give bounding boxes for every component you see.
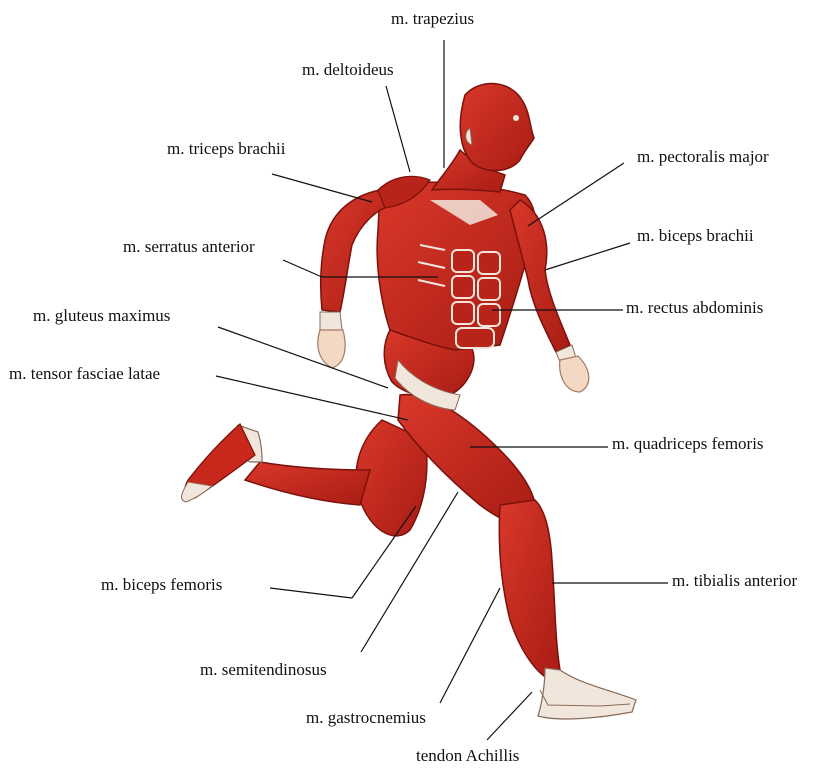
label-tendon-achillis: tendon Achillis [416, 746, 519, 766]
label-deltoideus: m. deltoideus [302, 60, 394, 80]
front-arm [510, 200, 589, 392]
label-pectoralis-major: m. pectoralis major [637, 147, 769, 167]
label-triceps-brachii: m. triceps brachii [167, 139, 286, 159]
label-quadriceps-femoris: m. quadriceps femoris [612, 434, 764, 454]
label-semitendinosus: m. semitendinosus [200, 660, 327, 680]
label-tibialis-anterior: m. tibialis anterior [672, 571, 797, 591]
head [460, 84, 534, 171]
back-leg [182, 420, 427, 536]
label-tensor-fasciae-latae: m. tensor fasciae latae [9, 364, 160, 384]
label-biceps-femoris: m. biceps femoris [101, 575, 222, 595]
label-serratus-anterior: m. serratus anterior [123, 237, 255, 257]
label-gluteus-maximus: m. gluteus maximus [33, 306, 170, 326]
label-gastrocnemius: m. gastrocnemius [306, 708, 426, 728]
label-trapezius: m. trapezius [391, 9, 474, 29]
label-biceps-brachii: m. biceps brachii [637, 226, 754, 246]
label-rectus-abdominis: m. rectus abdominis [626, 298, 763, 318]
front-leg [398, 394, 636, 719]
